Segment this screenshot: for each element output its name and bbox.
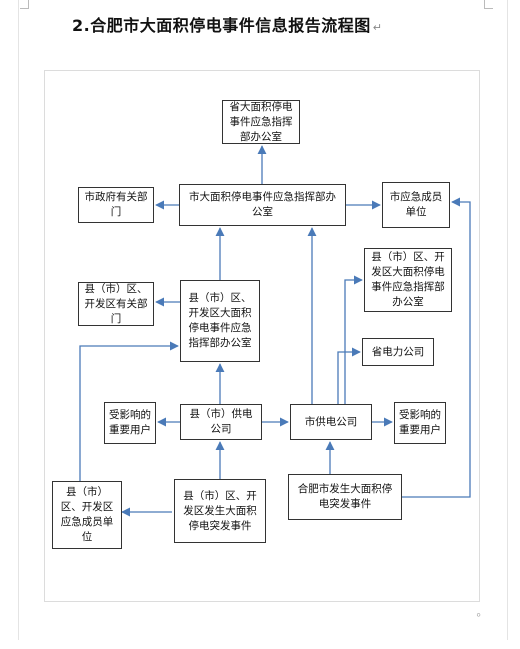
node-city-dept: 市政府有关部门: [78, 187, 154, 223]
node-provincial-power: 省电力公司: [362, 338, 434, 366]
arrow-citypower-to-countyright: [344, 275, 363, 404]
diagram-frame: [44, 70, 480, 602]
node-county-power: 县（市）供电公司: [180, 404, 262, 440]
arrow-countymember-to-county: [79, 341, 179, 481]
page-corner-mark: [20, 0, 29, 9]
node-provincial-command: 省大面积停电事件应急指挥部办公室: [222, 100, 300, 144]
node-county-dept: 县（市）区、开发区有关部门: [78, 282, 154, 326]
node-county-command: 县（市）区、开发区大面积停电事件应急指挥部办公室: [180, 280, 260, 362]
node-affected-users-right: 受影响的重要用户: [394, 402, 446, 444]
paragraph-mark: ↵: [372, 21, 383, 34]
page-border: [18, 0, 508, 640]
node-affected-users-left: 受影响的重要用户: [104, 402, 156, 444]
node-city-power: 市供电公司: [290, 404, 372, 440]
node-county-emergency-member: 县（市）区、开发区应急成员单位: [52, 481, 122, 549]
page-corner-mark: [484, 0, 493, 9]
node-city-command: 市大面积停电事件应急指挥部办公室: [179, 184, 346, 226]
node-city-event: 合肥市发生大面积停电突发事件: [288, 474, 402, 520]
page-title: 2.合肥市大面积停电事件信息报告流程图↵: [72, 16, 383, 35]
node-county-command-right: 县（市）区、开发区大面积停电事件应急指挥部办公室: [364, 248, 452, 312]
arrow-citypower-to-provpower: [337, 347, 361, 404]
arrow-cityevent-to-member: [402, 197, 471, 498]
footer-mark: ⸰: [476, 611, 482, 621]
node-city-emergency-member: 市应急成员单位: [382, 182, 450, 228]
node-county-event: 县（市）区、开发区发生大面积停电突发事件: [174, 479, 266, 543]
